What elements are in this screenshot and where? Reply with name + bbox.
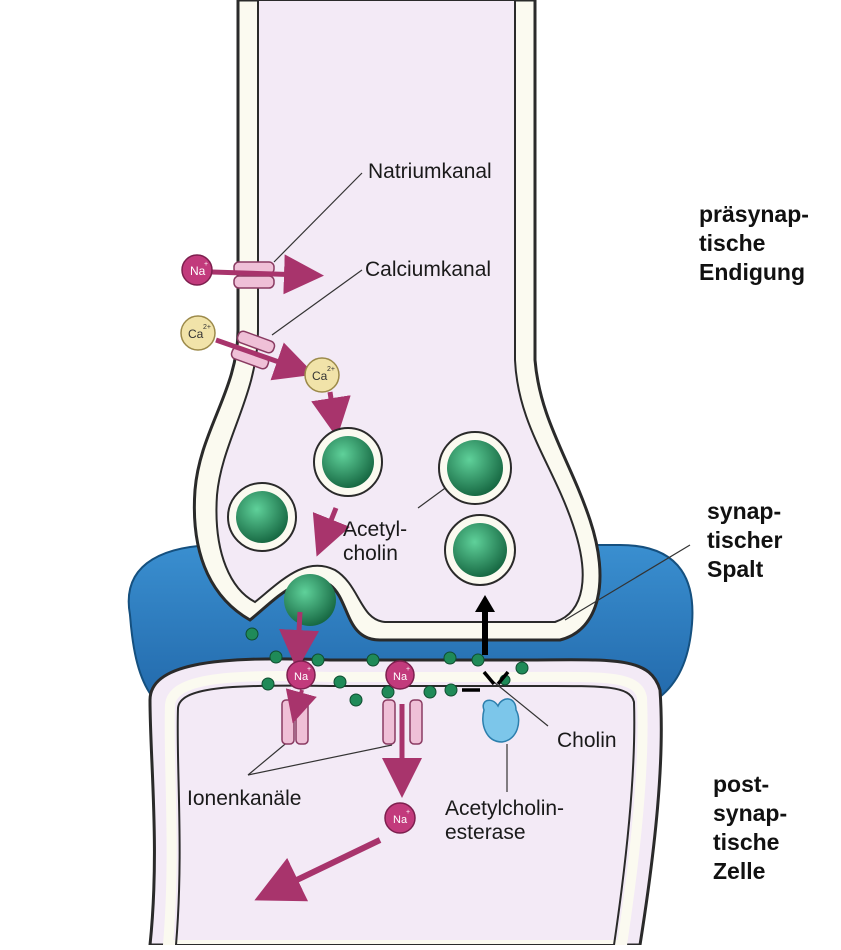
sodium-ion: Na + — [287, 661, 315, 689]
vesicle — [445, 515, 515, 585]
cholin-label: Cholin — [557, 729, 617, 753]
svg-text:Ca: Ca — [312, 369, 328, 383]
calciumkanal-label: Calciumkanal — [365, 258, 491, 282]
praesynaptische-endigung-label: präsynap- tische Endigung — [699, 200, 809, 287]
fusing-vesicle — [284, 574, 336, 626]
svg-text:+: + — [406, 809, 410, 816]
acetylcholinesterase-enzyme — [483, 699, 519, 742]
vesicle — [228, 483, 296, 551]
vesicle — [439, 432, 511, 504]
synaptischer-spalt-label: synap- tischer Spalt — [707, 497, 782, 584]
ionenkanaele-label: Ionenkanäle — [187, 787, 301, 811]
sodium-ion: Na + — [182, 255, 212, 285]
svg-text:2+: 2+ — [327, 366, 335, 373]
svg-text:Ca: Ca — [188, 327, 204, 341]
svg-text:+: + — [204, 261, 208, 268]
sodium-ion: Na + — [386, 661, 414, 689]
svg-text:+: + — [406, 666, 410, 673]
postsynaptische-zelle-label: post- synap- tische Zelle — [713, 770, 787, 886]
sodium-ion: Na + — [385, 803, 415, 833]
natriumkanal-label: Natriumkanal — [368, 160, 492, 184]
svg-text:+: + — [307, 666, 311, 673]
vesicle — [314, 428, 382, 496]
acetylcholinesterase-label: Acetylcholin- esterase — [445, 797, 564, 845]
calcium-ion: Ca 2+ — [181, 316, 215, 350]
calcium-ion: Ca 2+ — [305, 358, 339, 392]
acetylcholin-label: Acetyl- cholin — [343, 518, 407, 566]
svg-text:2+: 2+ — [203, 324, 211, 331]
